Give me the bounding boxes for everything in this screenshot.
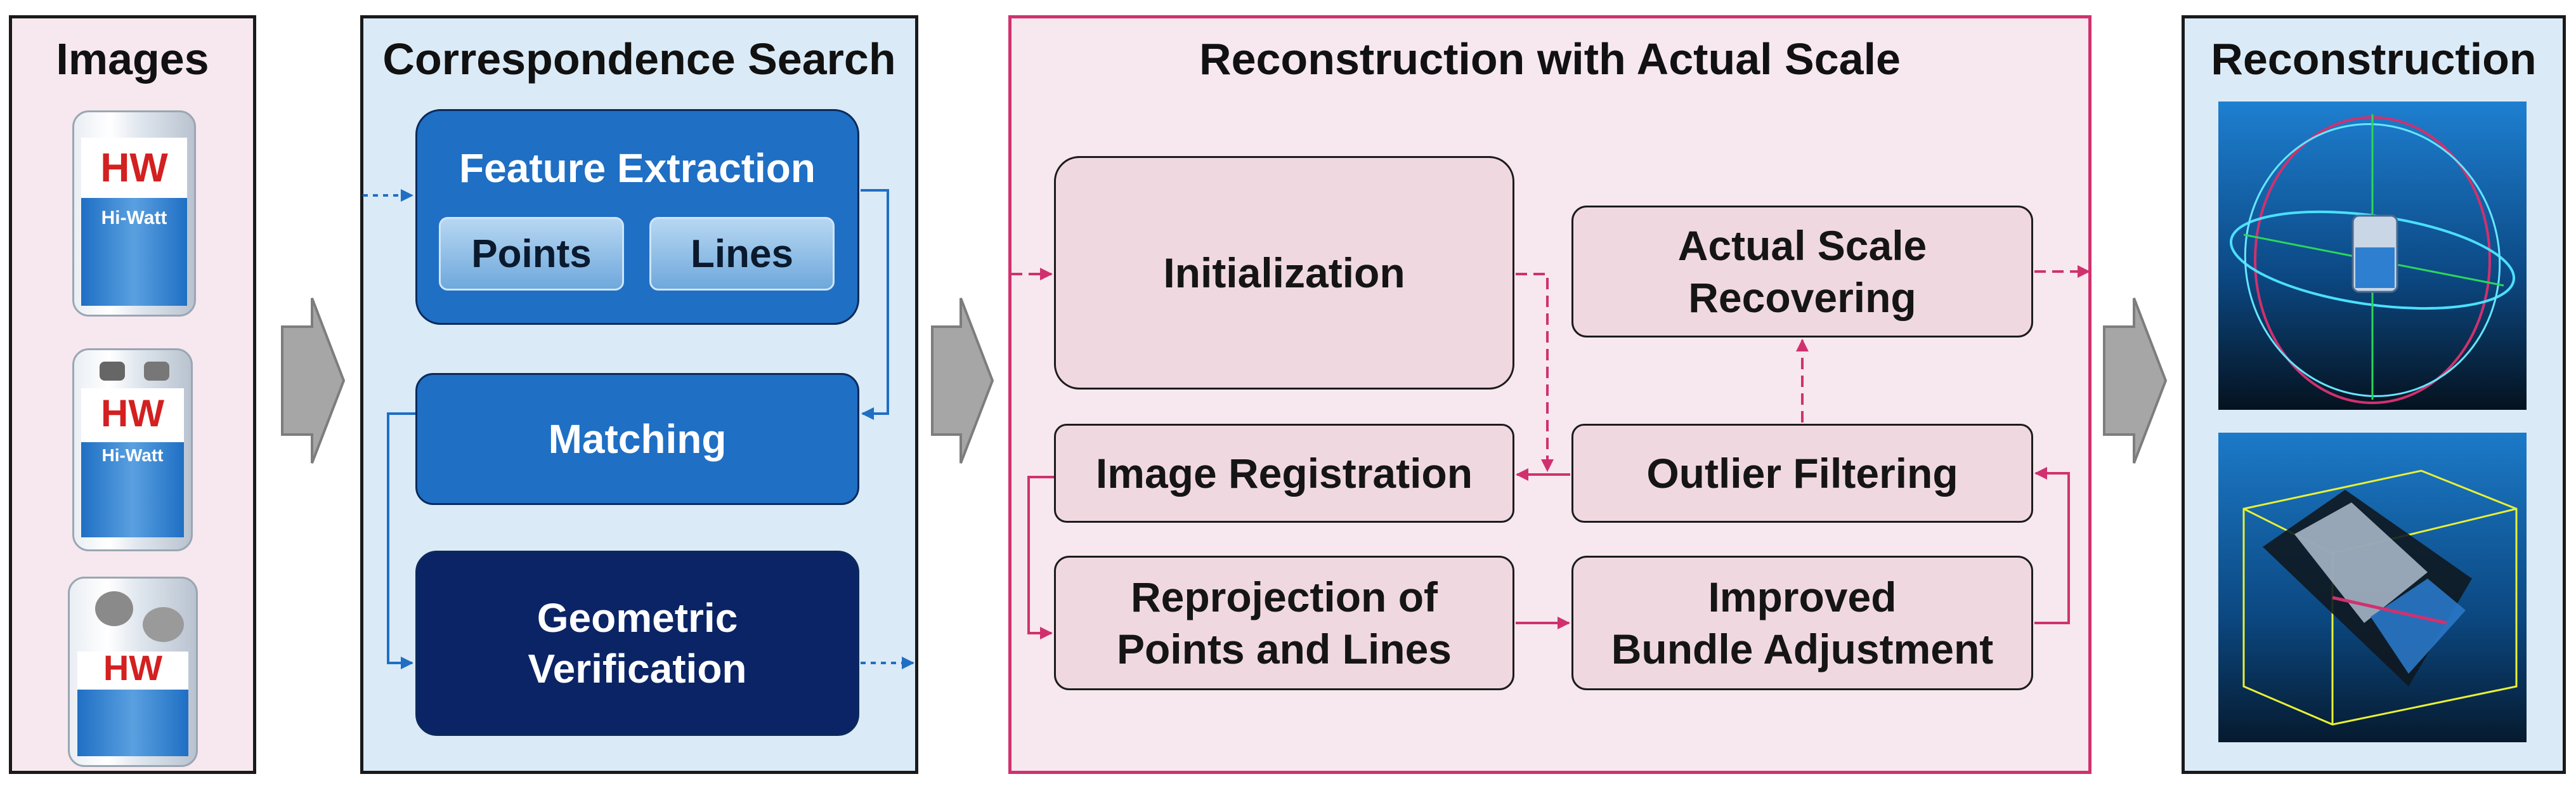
battery-brand: Hi-Watt <box>101 207 167 228</box>
reprojection-label-2: Points and Lines <box>1116 626 1452 672</box>
lines-label: Lines <box>691 232 793 276</box>
images-title: Images <box>56 34 209 84</box>
reprojection-label-1: Reprojection of <box>1130 573 1438 620</box>
bundle-adjustment-label-1: Improved <box>1708 573 1897 620</box>
actual-scale-label-1: Actual Scale <box>1677 221 1927 269</box>
matching-box: Matching <box>415 373 859 505</box>
battery-image-1: HW Hi-Watt <box>72 110 196 317</box>
point-cloud-render-box <box>2218 433 2527 742</box>
feature-extraction-label: Feature Extraction <box>459 145 816 191</box>
battery-brand: Hi-Watt <box>101 445 164 465</box>
geometric-verification-label-1: Geometric <box>537 595 738 641</box>
initialization-label: Initialization <box>1163 249 1405 296</box>
improved-bundle-adjustment-box: Improved Bundle Adjustment <box>1571 556 2033 690</box>
image-registration-box: Image Registration <box>1054 424 1514 523</box>
init-to-registration-connector <box>1516 273 1554 472</box>
geometric-verification-label-2: Verification <box>528 646 747 691</box>
correspondence-search-title: Correspondence Search <box>382 34 896 84</box>
reconstruction-title: Reconstruction <box>2211 34 2537 84</box>
actual-scale-recovering-box: Actual Scale Recovering <box>1571 206 2033 338</box>
registration-to-reprojection-connector <box>1027 476 1054 639</box>
bounding-box-icon <box>2242 469 2518 726</box>
battery-image-2: HW Hi-Watt <box>72 348 193 551</box>
images-panel: Images HW Hi-Watt HW Hi-Watt HW <box>9 15 256 774</box>
bundle-to-outlier-connector <box>2034 467 2070 624</box>
battery-image-3: HW <box>68 577 198 767</box>
reprojection-box: Reprojection of Points and Lines <box>1054 556 1514 690</box>
reconstruction-scale-title: Reconstruction with Actual Scale <box>1199 34 1901 84</box>
battery-logo: HW <box>101 392 164 435</box>
image-registration-label: Image Registration <box>1095 449 1473 497</box>
initialization-box: Initialization <box>1054 156 1514 390</box>
gray-arrow-3-icon <box>2103 298 2168 464</box>
battery-logo: HW <box>103 648 163 688</box>
point-cloud-render-sphere <box>2218 102 2527 410</box>
gray-arrow-2-icon <box>931 298 994 464</box>
bounding-sphere-icon <box>2229 114 2516 404</box>
matching-label: Matching <box>548 416 727 462</box>
bundle-adjustment-label-2: Bundle Adjustment <box>1611 626 1994 672</box>
matching-to-verification-connector <box>387 412 415 669</box>
points-label: Points <box>471 232 592 276</box>
points-chip: Points <box>439 217 624 291</box>
outlier-filtering-label: Outlier Filtering <box>1646 449 1958 497</box>
actual-scale-label-2: Recovering <box>1688 274 1916 321</box>
geometric-verification-box: Geometric Verification <box>415 551 859 736</box>
gray-arrow-1-icon <box>281 298 346 464</box>
outlier-filtering-box: Outlier Filtering <box>1571 424 2033 523</box>
battery-logo: HW <box>100 145 168 190</box>
feature-to-matching-connector <box>861 189 889 420</box>
lines-chip: Lines <box>649 217 835 291</box>
